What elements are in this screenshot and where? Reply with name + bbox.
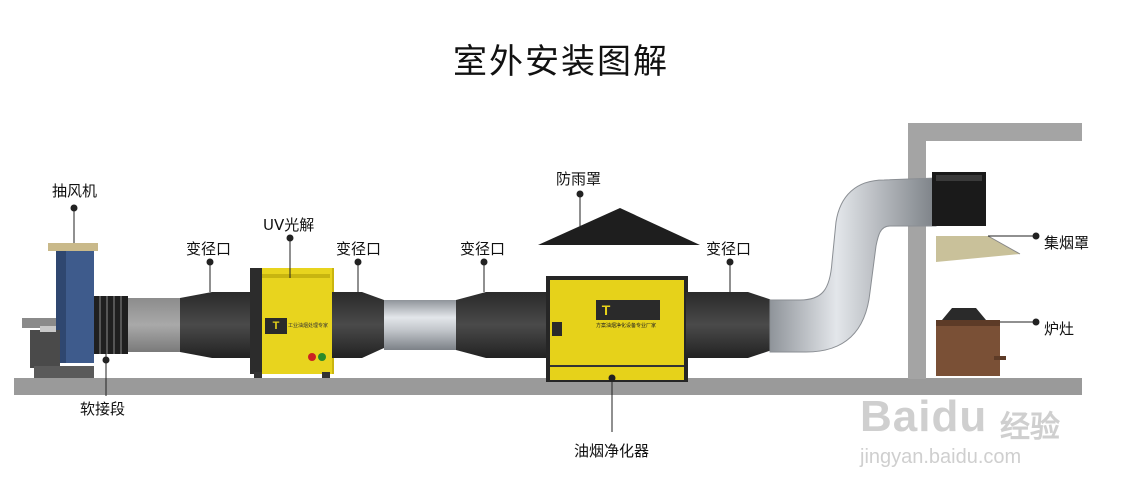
hood-shape — [936, 236, 1020, 262]
duct-segment-1 — [128, 298, 182, 352]
label-soft-joint: 软接段 — [80, 400, 126, 418]
duct-segment-3 — [769, 177, 937, 353]
label-hood: 集烟罩 — [1044, 234, 1090, 252]
label-purifier: 油烟净化器 — [574, 442, 650, 460]
leader-lines — [70, 190, 1040, 432]
purifier-unit — [546, 276, 688, 382]
label-reducer-4: 变径口 — [706, 240, 752, 258]
exhaust-fan — [22, 243, 98, 378]
label-reducer-2: 变径口 — [336, 240, 382, 258]
stove-unit — [936, 308, 1006, 376]
watermark-cn: 经验 — [1000, 410, 1060, 445]
duct-segment-2 — [384, 300, 460, 350]
purifier-badge: T — [601, 302, 611, 318]
uv-small-text: 工业油烟处理专家 — [288, 323, 329, 329]
uv-unit — [250, 268, 334, 378]
label-uv: UV光解 — [263, 216, 315, 234]
purifier-small-text: 方案油烟净化设备专业厂家 — [596, 323, 657, 329]
label-rain-cover: 防雨罩 — [556, 170, 602, 188]
reducer-1-body — [180, 292, 252, 358]
rain-cover-shape — [538, 208, 700, 245]
label-reducer-1: 变径口 — [186, 240, 232, 258]
diagram-title: 室外安装图解 — [453, 42, 669, 82]
reducer-4-body — [686, 292, 772, 358]
label-fan: 抽风机 — [52, 182, 98, 200]
uv-badge: T — [272, 320, 280, 332]
watermark-logo: Baidu — [860, 392, 988, 441]
reducer-3-body — [456, 292, 548, 358]
ground-slab — [14, 378, 1082, 395]
label-reducer-3: 变径口 — [460, 240, 506, 258]
soft-joint — [94, 296, 128, 354]
watermark-url: jingyan.baidu.com — [860, 446, 1022, 468]
label-stove: 炉灶 — [1044, 320, 1075, 338]
reducer-2-body — [332, 292, 384, 358]
